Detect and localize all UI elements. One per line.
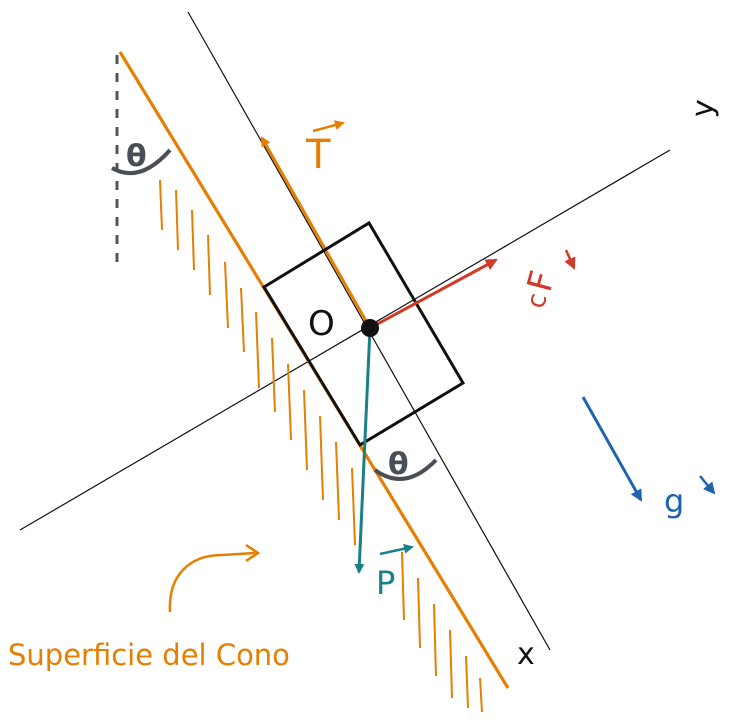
- surface-callout-arrowhead: [245, 543, 261, 563]
- origin-label: O: [308, 304, 335, 344]
- angle-label-top: θ: [126, 139, 147, 174]
- weight-label: P: [376, 564, 395, 602]
- axis-x-label: x: [517, 637, 535, 672]
- axis-y-line: [19, 149, 671, 531]
- centrifugal-label-arrow: [564, 249, 576, 270]
- axis-y-label: y: [685, 98, 721, 119]
- tension-vector: [260, 136, 372, 329]
- centrifugal-force-vector: [369, 258, 498, 330]
- tension-label-arrow: [312, 120, 345, 133]
- surface-hatching: [159, 179, 483, 713]
- weight-vector: [354, 327, 372, 574]
- gravity-label-arrow: [699, 475, 716, 495]
- mass-block: [261, 220, 466, 448]
- surface-callout-arrow: [168, 551, 256, 613]
- surface-label: Superficie del Cono: [8, 638, 290, 672]
- angle-label-bottom: θ: [388, 447, 409, 482]
- tension-label: T: [305, 132, 331, 178]
- gravity-vector: [581, 396, 643, 502]
- gravity-label: g: [664, 482, 684, 520]
- angle-arc-bottom: [373, 458, 438, 481]
- origin-point: [361, 319, 379, 337]
- weight-label-arrow: [379, 543, 414, 556]
- angle-arc-top: [111, 148, 172, 176]
